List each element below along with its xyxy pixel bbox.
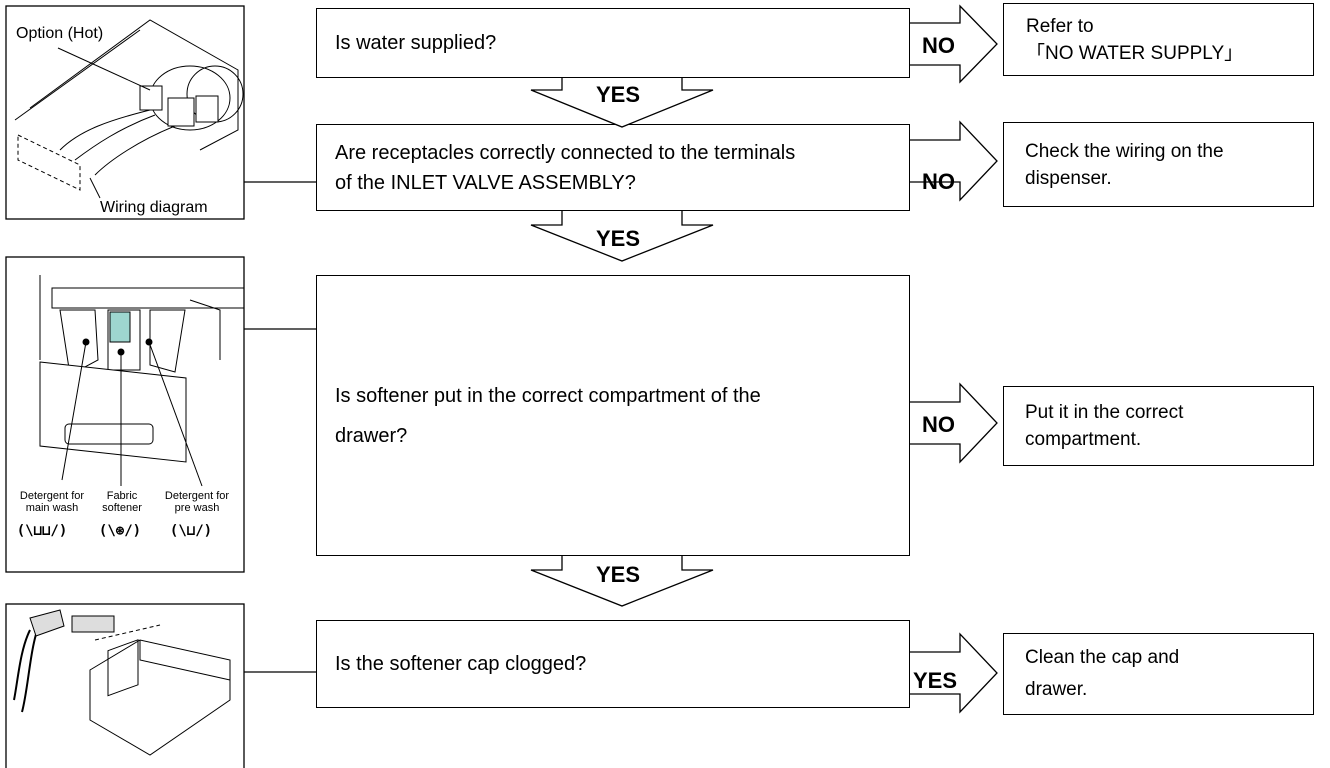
svg-text:Detergent for: Detergent for (165, 490, 230, 502)
svg-text:(\⊔/): (\⊔/) (170, 523, 212, 539)
yes-arrow-right-4 (910, 632, 998, 714)
yes-label-4: YES (913, 668, 958, 693)
result-text-3a: Put it in the correct (1025, 402, 1184, 423)
drawer-illustration (39, 275, 245, 487)
cap-illustration (13, 609, 231, 756)
result-text-2a: Check the wiring on the (1025, 140, 1224, 162)
svg-text:Detergent for: Detergent for (20, 490, 85, 502)
svg-text:main wash: main wash (26, 502, 79, 514)
wiring-diagram-label: Wiring diagram (100, 199, 208, 216)
no-arrow-1 (910, 4, 998, 84)
svg-text:Fabric: Fabric (107, 490, 138, 502)
yes-arrow-down-2 (530, 211, 714, 262)
no-arrow-2 (910, 120, 998, 202)
question-box-1: Is water supplied? (316, 8, 910, 78)
no-label-1: NO (922, 33, 955, 58)
result-text-4b: drawer. (1025, 679, 1088, 700)
question-text-3b: drawer? (335, 424, 408, 447)
result-text-2b: dispenser. (1025, 167, 1112, 189)
yes-arrow-down-3 (530, 556, 714, 607)
question-text-4: Is the softener cap clogged? (335, 653, 587, 675)
result-box-3: Put it in the correct compartment. (1003, 386, 1314, 466)
svg-text:pre wash: pre wash (175, 502, 220, 514)
valve-illustration (14, 19, 244, 199)
yes-label-3: YES (596, 562, 641, 587)
result-box-2: Check the wiring on the dispenser. (1003, 122, 1314, 207)
question-box-3: Is softener put in the correct compartme… (316, 275, 910, 556)
option-hot-label: Option (Hot) (16, 25, 103, 42)
result-text-1a: Refer to (1026, 15, 1094, 37)
result-text-3b: compartment. (1025, 429, 1142, 450)
question-box-2: Are receptacles correctly connected to t… (316, 124, 910, 211)
result-text-1b: 「NO WATER SUPPLY」 (1026, 42, 1244, 64)
result-box-1: Refer to 「NO WATER SUPPLY」 (1003, 3, 1314, 76)
no-arrow-3 (910, 382, 998, 464)
question-text-2a: Are receptacles correctly connected to t… (335, 141, 796, 164)
question-text-3a: Is softener put in the correct compartme… (335, 384, 761, 407)
yes-label-1: YES (596, 82, 641, 107)
svg-text:(\⊛/): (\⊛/) (99, 523, 141, 539)
question-text-2b: of the INLET VALVE ASSEMBLY? (335, 171, 636, 194)
yes-label-2: YES (596, 226, 641, 251)
question-box-4: Is the softener cap clogged? (316, 620, 910, 708)
yes-arrow-down-1 (530, 78, 714, 128)
result-text-4a: Clean the cap and (1025, 647, 1180, 668)
no-label-2: NO (922, 169, 955, 194)
no-label-3: NO (922, 412, 955, 437)
svg-text:(\⊔⊔/): (\⊔⊔/) (17, 523, 68, 539)
result-box-4: Clean the cap and drawer. (1003, 633, 1314, 715)
question-text-1: Is water supplied? (335, 32, 497, 54)
svg-text:softener: softener (102, 502, 142, 514)
